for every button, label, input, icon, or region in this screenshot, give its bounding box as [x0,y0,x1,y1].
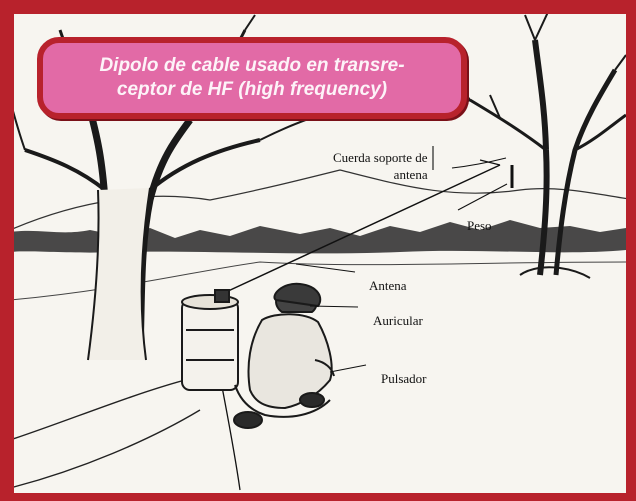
label-key-button: Pulsador [381,371,427,386]
label-headset: Auricular [373,313,423,328]
left-tree-trunk-edge [87,187,151,361]
title-banner: Dipolo de cable usado en transre- ceptor… [37,37,467,119]
label-antenna-support-rope-line-1: Cuerda soporte de [333,150,428,165]
left-tree-trunk-fill [88,188,150,360]
kneeling-soldier [233,282,335,429]
label-antenna-support-rope: Cuerda soporte de antena [333,149,428,183]
road-edge-left [14,379,186,440]
radio-set [181,289,239,391]
support-rope [479,159,501,166]
label-weight: Peso [467,218,492,233]
title-line-2: ceptor de HF (high frequency) [116,79,388,100]
road-edge-right [14,409,201,488]
antenna-wire [225,164,501,293]
title-line-1: Dipolo de cable usado en transre- [99,55,405,76]
label-antenna: Antena [369,278,407,293]
label-antenna-support-rope-line-2: antena [393,167,428,182]
treeline [14,220,626,254]
leader-lines [295,146,508,373]
